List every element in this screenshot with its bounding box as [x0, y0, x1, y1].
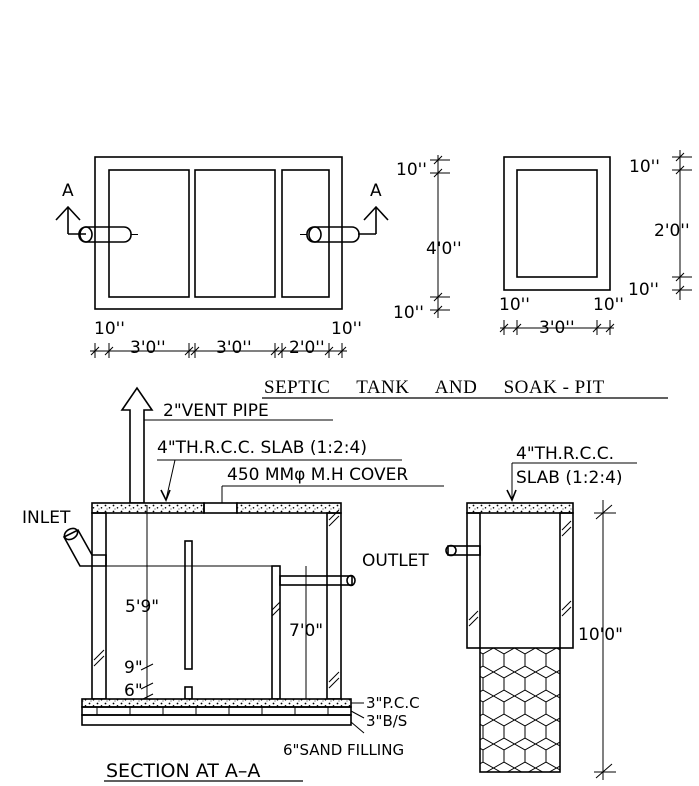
pit-dim-right-bottom: 10''	[628, 280, 659, 300]
right-wall	[326, 512, 342, 700]
tank-plan-chamber-1	[108, 169, 190, 298]
pit-dim-left-top: 10''	[396, 160, 427, 180]
outlet-label: OUTLET	[362, 551, 429, 571]
drawing-title-text: SEPTIC TANK AND SOAK - PIT	[264, 377, 605, 398]
pit-dim-bottom-left: 10''	[499, 295, 530, 315]
section-marker-left: A	[55, 181, 86, 235]
pit-plan: 10'' 4'0'' 10'' 10'' 2'0'' 10'' 10''	[393, 150, 692, 338]
depth-5-9-label: 5'9"	[125, 597, 159, 617]
pit-plan-outer	[503, 156, 611, 291]
tank-plan: A A 10'' 3'0'' 3'0'' 2'0'' 10''	[55, 156, 389, 358]
slab-label: 4"TH.R.C.C. SLAB (1:2:4)	[157, 438, 367, 458]
outlet-pipe: OUTLET	[279, 551, 429, 587]
dim-6-label: 6"	[124, 681, 143, 701]
tank-plan-chamber-3	[281, 169, 330, 298]
soak-slab-label-2: SLAB (1:2:4)	[516, 468, 623, 488]
section-caption: SECTION AT A–A	[106, 760, 260, 782]
left-wall	[91, 512, 107, 700]
manhole-cover	[203, 502, 238, 514]
soak-slab-label-1: 4"TH.R.C.C.	[516, 444, 614, 464]
vent-pipe-label: 2"VENT PIPE	[163, 401, 269, 421]
drawing-title: SEPTIC TANK AND SOAK - PIT	[262, 377, 668, 399]
section-a-a: 2"VENT PIPE 4"TH.R.C.C. SLAB (1:2:4) 450…	[22, 386, 444, 782]
soak-right-wall	[559, 512, 574, 649]
base-labels: 3"P.C.C 3"B/S 6"SAND FILLING	[283, 694, 420, 759]
tank-plan-outer-wall	[94, 156, 343, 310]
pit-dim-right-top: 10''	[629, 157, 660, 177]
section-marker-left-label: A	[62, 181, 74, 201]
sand-filling-layer	[81, 714, 352, 726]
baffle-base	[184, 686, 193, 700]
soak-honeycomb-fill	[479, 647, 561, 773]
baffle-wall	[184, 540, 193, 670]
section-marker-right: A	[358, 181, 389, 235]
mh-cover-leader: 450 MMφ M.H COVER	[221, 465, 444, 503]
pit-plan-inner	[516, 169, 598, 278]
soak-left-wall	[466, 512, 481, 649]
dim-9-label: 9"	[124, 658, 143, 678]
top-slab-right	[236, 502, 342, 514]
pit-dim-bottom-right: 10''	[593, 295, 624, 315]
pit-plan-left-dimension: 10'' 4'0'' 10''	[393, 155, 462, 323]
slab-leader: 4"TH.R.C.C. SLAB (1:2:4)	[157, 438, 402, 502]
pit-dim-left-mid: 4'0''	[426, 239, 462, 259]
pit-plan-bottom-dimension: 10'' 3'0'' 10''	[499, 295, 624, 338]
section-marker-right-label: A	[370, 181, 382, 201]
brick-soling-layer	[81, 706, 352, 716]
soak-depth-label: 10'0"	[578, 625, 623, 645]
tank-dim-chamber-2: 3'0''	[216, 338, 252, 358]
inlet-label: INLET	[22, 508, 71, 528]
soak-slab-leader: 4"TH.R.C.C. SLAB (1:2:4)	[506, 444, 637, 502]
tank-plan-chamber-2	[194, 169, 276, 298]
vent-pipe: 2"VENT PIPE	[120, 386, 333, 504]
bs-label: 3"B/S	[366, 712, 407, 730]
tank-dim-wall-left: 10''	[94, 319, 125, 339]
soak-top-slab	[466, 502, 574, 514]
pit-dim-left-bottom: 10''	[393, 303, 424, 323]
top-slab-left	[91, 502, 205, 514]
mh-cover-label: 450 MMφ M.H COVER	[227, 465, 408, 485]
tank-dim-chamber-3: 2'0''	[289, 338, 325, 358]
soak-depth-dimension: 10'0"	[578, 500, 623, 780]
inlet-pipe: INLET	[22, 508, 107, 567]
pit-dim-bottom-mid: 3'0''	[539, 318, 575, 338]
pcc-label: 3"P.C.C	[366, 694, 420, 712]
partition-wall	[271, 565, 281, 700]
tank-dim-chamber-1: 3'0''	[130, 338, 166, 358]
pcc-layer	[81, 698, 352, 708]
soak-pit-section: 4"TH.R.C.C. SLAB (1:2:4) 10'0"	[445, 444, 637, 780]
pit-plan-right-dimension: 10'' 2'0'' 10''	[628, 150, 692, 300]
depth-7-0-label: 7'0"	[289, 621, 323, 641]
soak-inlet-pipe	[445, 544, 481, 557]
tank-plan-dimensions: 10'' 3'0'' 3'0'' 2'0'' 10''	[90, 319, 362, 358]
sand-label: 6"SAND FILLING	[283, 741, 404, 759]
pit-dim-right-mid: 2'0''	[654, 221, 690, 241]
section-inner-dimensions: 5'9" 9" 6" 7'0"	[124, 505, 323, 701]
tank-dim-wall-right: 10''	[331, 319, 362, 339]
